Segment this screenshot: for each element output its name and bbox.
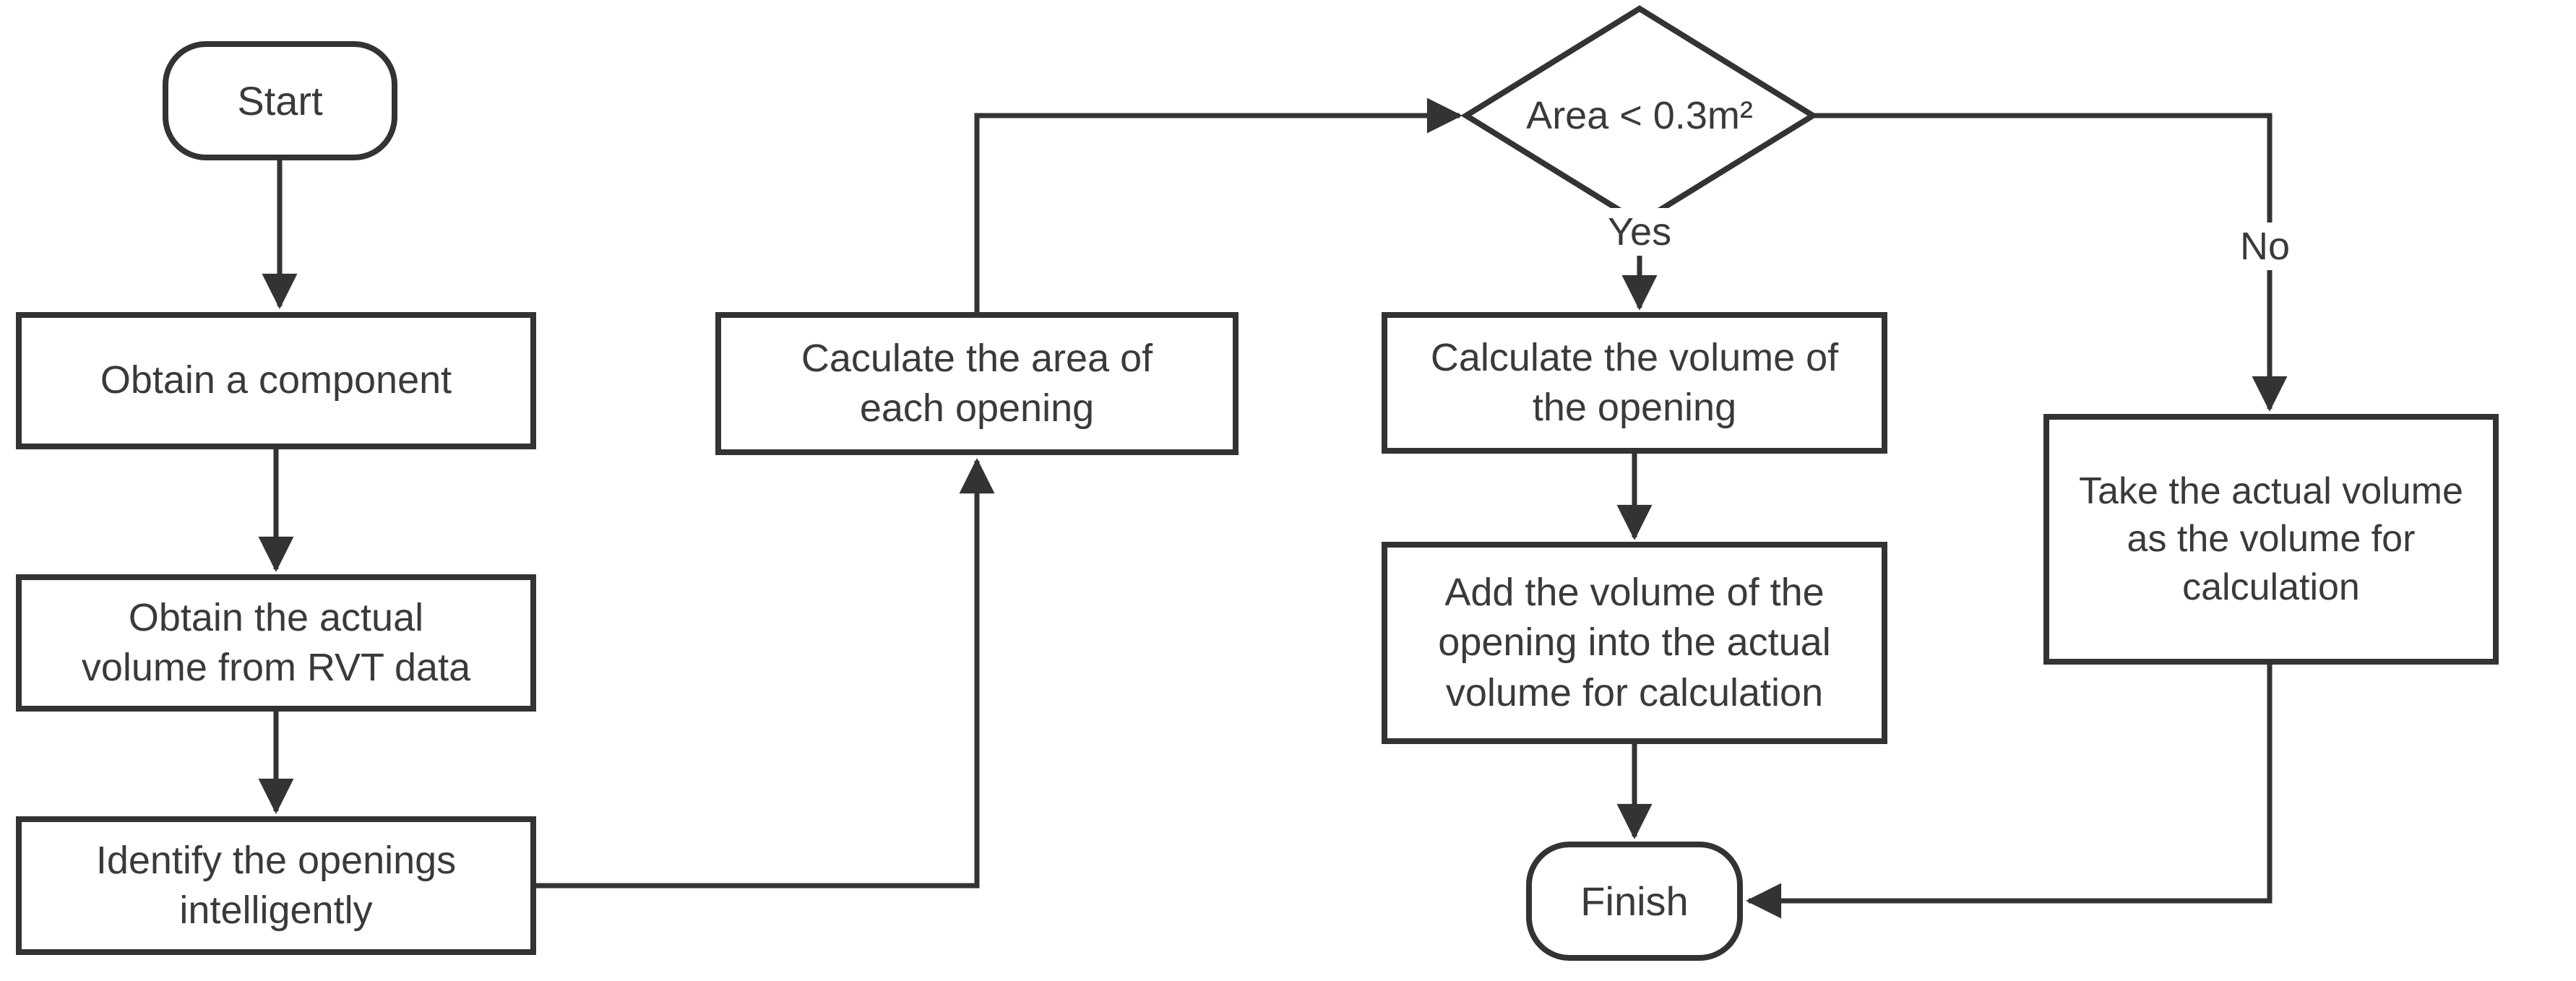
edge-calc-area-to-decision — [974, 98, 1463, 312]
decision-area-label-box: Area < 0.3m² — [1481, 79, 1799, 152]
edge-decision-no-to-take-actual — [1813, 113, 2288, 412]
finish-label: Finish — [1580, 878, 1689, 924]
edge-take-actual-to-finish — [1746, 665, 2273, 919]
edge-identify-openings-to-calc-area — [535, 458, 995, 889]
add-volume-label: Add the volume of the opening into the a… — [1438, 571, 1831, 714]
calc-volume-label: Calculate the volume of the opening — [1430, 335, 1839, 429]
process-calc-volume: Calculate the volume of the opening — [1382, 312, 1887, 454]
decision-diamond-shape — [1460, 5, 1819, 226]
process-obtain-component: Obtain a component — [16, 312, 536, 449]
edge-label-no: No — [2233, 222, 2298, 270]
process-identify-openings: Identify the openings intelligently — [16, 816, 536, 955]
finish-terminator: Finish — [1526, 842, 1743, 961]
process-add-volume: Add the volume of the opening into the a… — [1382, 542, 1887, 744]
take-actual-volume-label: Take the actual volume as the volume for… — [2079, 470, 2463, 608]
obtain-component-label: Obtain a component — [100, 358, 452, 402]
edge-label-yes: Yes — [1601, 208, 1679, 256]
start-terminator: Start — [163, 41, 397, 160]
decision-area-label: Area < 0.3m² — [1526, 94, 1753, 137]
process-obtain-volume: Obtain the actual volume from RVT data — [16, 574, 536, 712]
yes-label-text: Yes — [1608, 210, 1672, 254]
start-label: Start — [237, 77, 323, 124]
obtain-volume-label: Obtain the actual volume from RVT data — [81, 595, 471, 689]
identify-openings-label: Identify the openings intelligently — [95, 838, 457, 932]
no-label-text: No — [2240, 225, 2291, 268]
calc-area-label: Caculate the area of each opening — [801, 336, 1153, 430]
process-calc-area: Caculate the area of each opening — [715, 312, 1239, 455]
process-take-actual-volume: Take the actual volume as the volume for… — [2043, 414, 2499, 665]
